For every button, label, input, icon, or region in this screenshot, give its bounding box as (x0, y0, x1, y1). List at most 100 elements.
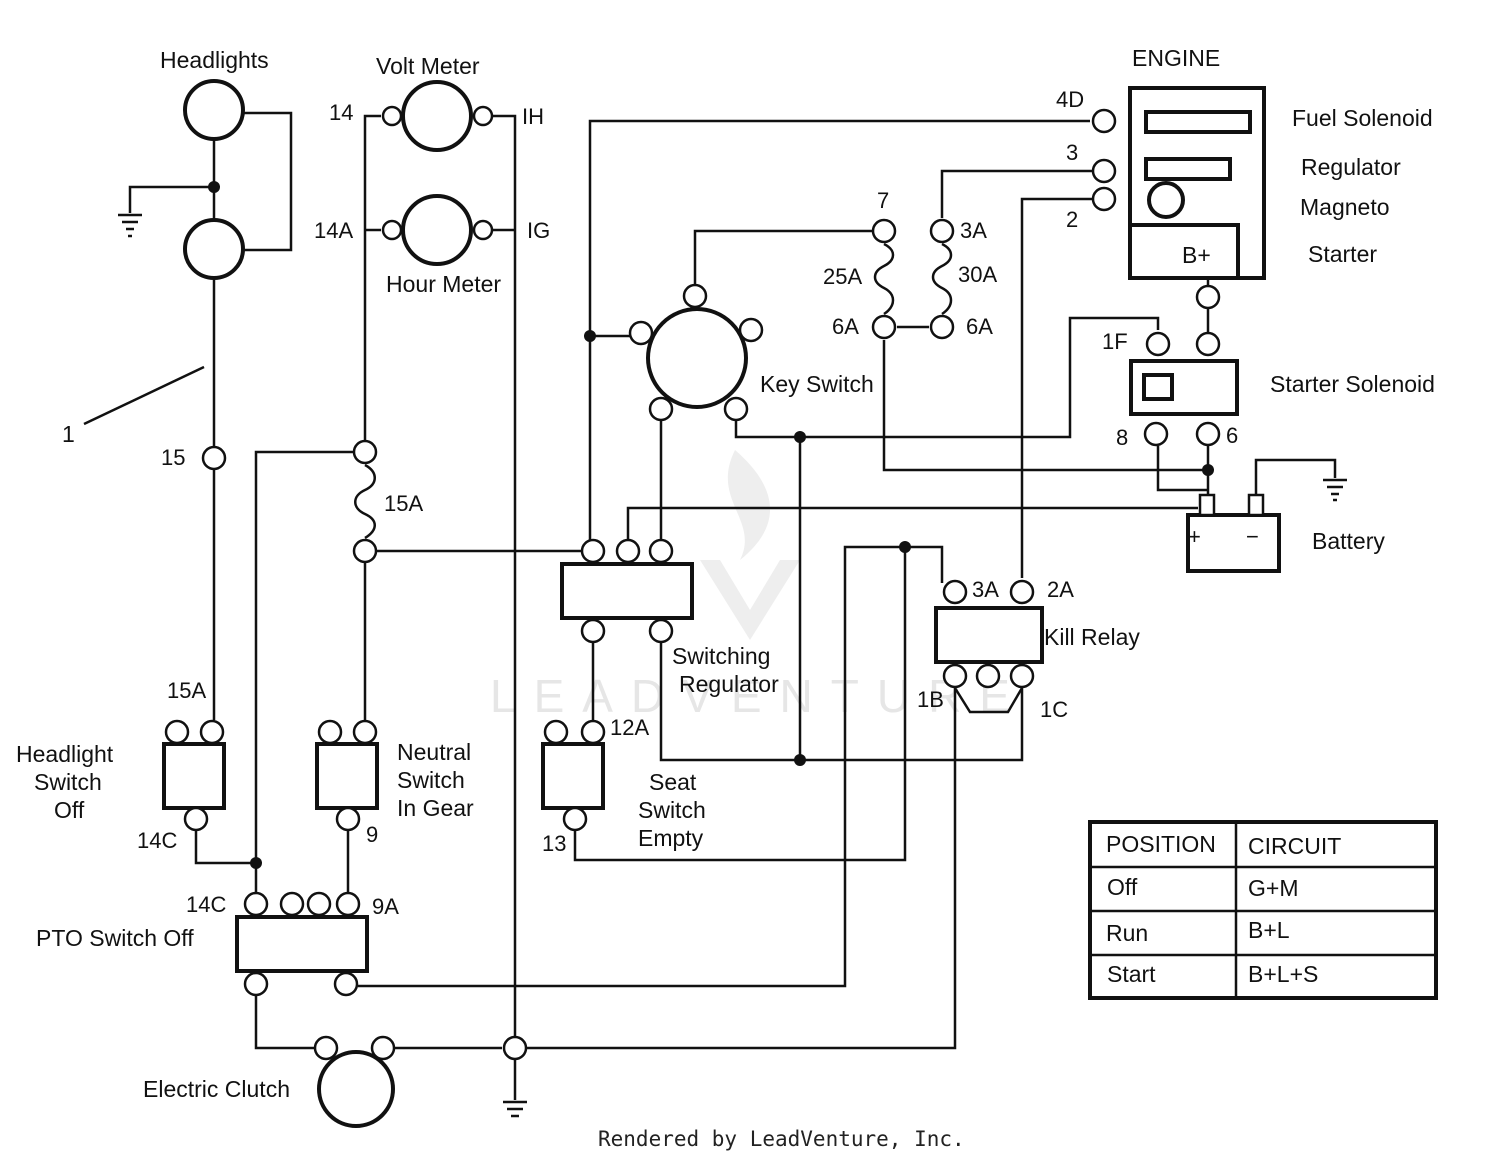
table-cell: G+M (1248, 875, 1298, 901)
switching-regulator-label-2: Regulator (679, 671, 779, 697)
wire-label: 8 (1116, 425, 1128, 450)
footer-credit: Rendered by LeadVenture, Inc. (598, 1127, 965, 1151)
b-plus-label: B+ (1182, 242, 1211, 268)
seat-switch-label-3: Empty (638, 825, 704, 851)
volt-meter (381, 80, 494, 152)
wire-labels: 14 IH 14A IG 4D 3 2 7 3A 25A 30A 6A 6A 1… (137, 87, 1238, 919)
ground-icon (1323, 478, 1347, 502)
wires (83, 111, 1337, 1100)
wire-label: 6A (832, 314, 859, 339)
table-cell: Start (1107, 961, 1156, 987)
watermark: LEADVENTURE (490, 450, 1028, 722)
headlights-label: Headlights (160, 47, 269, 73)
wire-label: 14C (186, 892, 226, 917)
wire-label: 14 (329, 100, 353, 125)
headlights (183, 79, 245, 280)
neutral-switch (315, 719, 379, 832)
headlight-lamp-icon (183, 79, 245, 141)
wire-label: 25A (823, 264, 862, 289)
engine-label: ENGINE (1132, 45, 1220, 71)
volt-meter-label: Volt Meter (376, 53, 480, 79)
wire-label: 15A (384, 491, 423, 516)
seat-switch-label-2: Switch (638, 797, 706, 823)
wire-label: 6 (1226, 423, 1238, 448)
wire-label: 6A (966, 314, 993, 339)
fuse-terminals (201, 218, 955, 564)
engine-block (1091, 86, 1266, 280)
wire-label: IG (527, 218, 550, 243)
table-cell: B+L+S (1248, 961, 1318, 987)
regulator-label: Regulator (1301, 154, 1401, 180)
component-labels: Headlights Volt Meter Hour Meter ENGINE … (16, 45, 1435, 1102)
regulator-icon (1144, 157, 1232, 181)
kill-relay-label: Kill Relay (1044, 624, 1140, 650)
battery: + − (1186, 493, 1281, 573)
fuel-solenoid-label: Fuel Solenoid (1292, 105, 1433, 131)
seat-switch (541, 719, 606, 832)
fuses (354, 242, 953, 540)
kill-relay (934, 579, 1044, 689)
fuse-25a (873, 242, 895, 316)
wire-label: 2 (1066, 207, 1078, 232)
electric-clutch (313, 1035, 528, 1128)
fuse-15a (354, 463, 376, 540)
switching-regulator (560, 538, 694, 644)
callout-label: 1 (62, 421, 75, 447)
wire-label: 14C (137, 828, 177, 853)
wire-label: IH (522, 104, 544, 129)
wire-label: 3 (1066, 140, 1078, 165)
position-circuit-table: POSITION CIRCUIT Off G+M Run B+L Start B… (1088, 820, 1438, 1000)
wire-label: 1B (917, 687, 944, 712)
headlight-switch (162, 719, 226, 832)
starter-solenoid-label: Starter Solenoid (1270, 371, 1435, 397)
wire-label: 9A (372, 894, 399, 919)
neutral-switch-label-3: In Gear (397, 795, 474, 821)
table-header: CIRCUIT (1248, 833, 1341, 859)
battery-minus: − (1246, 524, 1259, 549)
junction-dots (208, 181, 1214, 869)
table-cell: Run (1106, 920, 1148, 946)
wire-label: 3A (960, 218, 987, 243)
battery-icon (1186, 513, 1281, 573)
headlight-switch-label-3: Off (54, 797, 85, 823)
wire-label: 1C (1040, 697, 1068, 722)
ground-icon (503, 1100, 527, 1118)
clutch-icon (317, 1050, 395, 1128)
wire-label: 3A (972, 577, 999, 602)
table-header: POSITION (1106, 831, 1216, 857)
electric-clutch-label: Electric Clutch (143, 1076, 290, 1102)
wire-label: 12A (610, 715, 649, 740)
starter-label: Starter (1308, 241, 1377, 267)
table-cell: B+L (1248, 917, 1290, 943)
wire-label: 14A (314, 218, 353, 243)
headlight-lamp-icon (183, 218, 245, 280)
hour-meter (381, 194, 494, 266)
wire-label: 2A (1047, 577, 1074, 602)
wire-label: 9 (366, 822, 378, 847)
magneto-label: Magneto (1300, 194, 1390, 220)
wire-label: 7 (877, 188, 889, 213)
ground-icon (118, 213, 142, 238)
switching-regulator-label-1: Switching (672, 643, 770, 669)
wire-label: 30A (958, 262, 997, 287)
hour-meter-label: Hour Meter (386, 271, 501, 297)
pto-switch (235, 891, 369, 997)
wire-label: 15A (167, 678, 206, 703)
fuel-solenoid-icon (1144, 110, 1252, 134)
table-cell: Off (1107, 874, 1138, 900)
fuse-30a (931, 242, 953, 316)
starter-icon (1128, 223, 1240, 280)
key-switch (628, 283, 764, 422)
battery-plus: + (1188, 524, 1201, 549)
pto-switch-label: PTO Switch Off (36, 925, 194, 951)
headlight-switch-label-1: Headlight (16, 741, 114, 767)
ground-symbols (118, 213, 1347, 1118)
neutral-switch-label-1: Neutral (397, 739, 471, 765)
magneto-icon (1147, 181, 1185, 219)
wire-label: 15 (161, 445, 185, 470)
watermark-text: LEADVENTURE (490, 670, 1028, 722)
wire-label: 4D (1056, 87, 1084, 112)
wire-label: 13 (542, 831, 566, 856)
wire-label: 1F (1102, 329, 1128, 354)
